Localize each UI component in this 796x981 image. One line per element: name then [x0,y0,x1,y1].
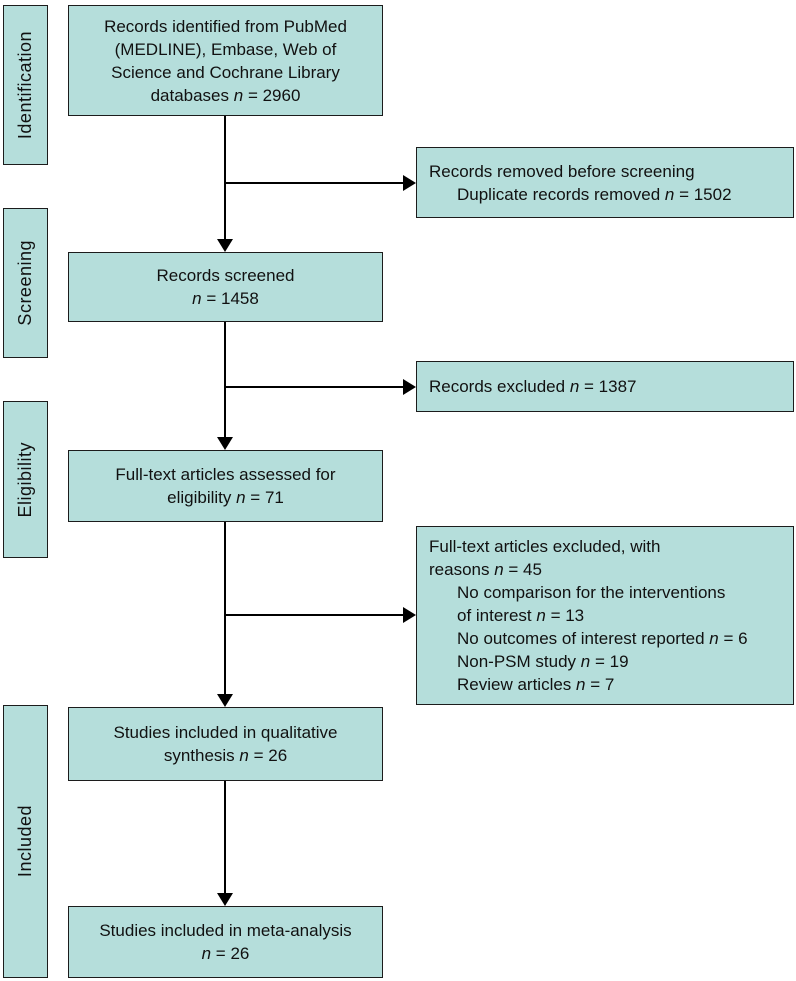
stage-label-text: Identification [15,30,35,140]
box-text-line: Studies included in meta-analysis [79,919,372,942]
box-text-segment: = 45 [503,560,542,579]
box-text-line: Records excluded n = 1387 [429,375,781,398]
branch-to-records-removed-head [403,175,416,191]
stage-label-text: Eligibility [15,441,35,518]
box-text-segment: Full-text articles excluded, with [429,537,661,556]
italic-n-text: n [236,488,246,507]
italic-n-text: n [239,746,249,765]
box-text-segment: = 13 [545,606,585,625]
box-text-line: No outcomes of interest reported n = 6 [429,627,781,650]
box-text-line: Full-text articles excluded, with [429,535,781,558]
box-text-segment: = 2960 [243,85,301,105]
box-text-segment: = 19 [590,652,629,671]
box-text-line: Records removed before screening [429,160,781,183]
box-text-segment: (MEDLINE), Embase, Web of [114,39,337,59]
box-text-segment: reasons [429,560,495,579]
box-text-line: No comparison for the interventions [429,581,781,604]
box-text-segment: = 26 [211,944,250,963]
arrow-assessed-to-qualitative-head [217,694,233,707]
flow-box-qualitative-synthesis: Studies included in qualitative synthesis… [68,707,383,781]
italic-n-text: n [494,560,504,579]
italic-n-text: n [536,606,546,625]
italic-n-text: n [580,652,591,671]
flow-box-fulltext-excluded: Full-text articles excluded, with reasons… [416,526,794,705]
box-text-line: Studies included in qualitative [79,721,372,744]
box-text-segment: Full-text articles assessed for [115,465,336,484]
box-text-segment: Records screened [156,266,295,285]
box-text-line: Records screened [79,264,372,287]
box-text-segment: Duplicate records removed [457,184,665,204]
italic-n-text: n [569,377,580,396]
box-text-segment: Science and Cochrane Library [111,62,340,82]
box-text-segment: synthesis [163,746,240,765]
branch-to-records-removed-line [225,182,403,184]
box-text-line: (MEDLINE), Embase, Web of [79,38,372,61]
box-text-line: synthesis n = 26 [79,744,372,767]
flow-box-records-screened: Records screened n = 1458 [68,252,383,322]
box-text-segment: = 1458 [201,289,259,308]
box-text-segment: = 71 [245,488,284,507]
arrow-screened-to-assessed-line [224,322,226,437]
arrow-qualitative-to-meta-line [224,781,226,893]
flow-box-fulltext-assessed: Full-text articles assessed for eligibili… [68,450,383,522]
stage-label-identification: Identification [3,5,48,165]
box-text-segment: = 6 [718,629,748,648]
arrow-identified-to-screened-line [224,116,226,240]
branch-to-fulltext-excluded-head [403,607,416,623]
italic-n-text: n [192,289,202,308]
italic-n-text: n [201,944,212,963]
box-text-segment: Records excluded [429,377,570,396]
box-text-segment: Review articles [457,675,577,694]
box-text-segment: No outcomes of interest reported [457,629,710,648]
arrow-screened-to-assessed-head [217,437,233,450]
box-text-line: Science and Cochrane Library [79,61,372,84]
box-text-segment: No comparison for the interventions [457,583,726,602]
stage-label-text: Included [15,805,35,878]
box-text-line: databases n = 2960 [79,84,372,107]
italic-n-text: n [233,85,244,105]
box-text-line: of interest n = 13 [429,604,781,627]
arrow-identified-to-screened-head [217,239,233,252]
box-text-line: Full-text articles assessed for [79,463,372,486]
flow-box-meta-analysis: Studies included in meta-analysis n = 26 [68,906,383,978]
box-text-segment: Records identified from PubMed [104,16,347,36]
box-text-line: Records identified from PubMed [79,15,372,38]
arrow-assessed-to-qualitative-line [224,522,226,694]
box-text-segment: Non-PSM study [457,652,581,671]
arrow-qualitative-to-meta-head [217,893,233,906]
box-text-segment: Studies included in qualitative [113,723,338,742]
box-text-segment: Studies included in meta-analysis [99,921,352,940]
branch-to-records-excluded-head [403,379,416,395]
stage-label-eligibility: Eligibility [3,401,48,558]
box-text-segment: eligibility [167,488,237,507]
box-text-segment: = 7 [585,675,615,694]
box-text-line: n = 1458 [79,287,372,310]
italic-n-text: n [709,629,719,648]
box-text-segment: = 1387 [579,377,637,396]
box-text-segment: = 26 [248,746,288,765]
box-text-line: reasons n = 45 [429,558,781,581]
box-text-segment: = 1502 [674,184,732,204]
stage-label-screening: Screening [3,208,48,358]
box-text-line: Review articles n = 7 [429,673,781,696]
italic-n-text: n [576,675,586,694]
stage-label-included: Included [3,705,48,978]
box-text-line: eligibility n = 71 [79,486,372,509]
box-text-segment: of interest [457,606,537,625]
flow-box-records-excluded: Records excluded n = 1387 [416,361,794,412]
branch-to-records-excluded-line [225,386,403,388]
stage-label-text: Screening [15,240,35,326]
italic-n-text: n [664,184,675,204]
branch-to-fulltext-excluded-line [225,614,403,616]
box-text-segment: databases [150,85,234,105]
box-text-segment: Records removed before screening [429,161,695,181]
flow-box-records-identified: Records identified from PubMed (MEDLINE),… [68,5,383,116]
box-text-line: Duplicate records removed n = 1502 [429,183,781,206]
box-text-line: n = 26 [79,942,372,965]
box-text-line: Non-PSM study n = 19 [429,650,781,673]
